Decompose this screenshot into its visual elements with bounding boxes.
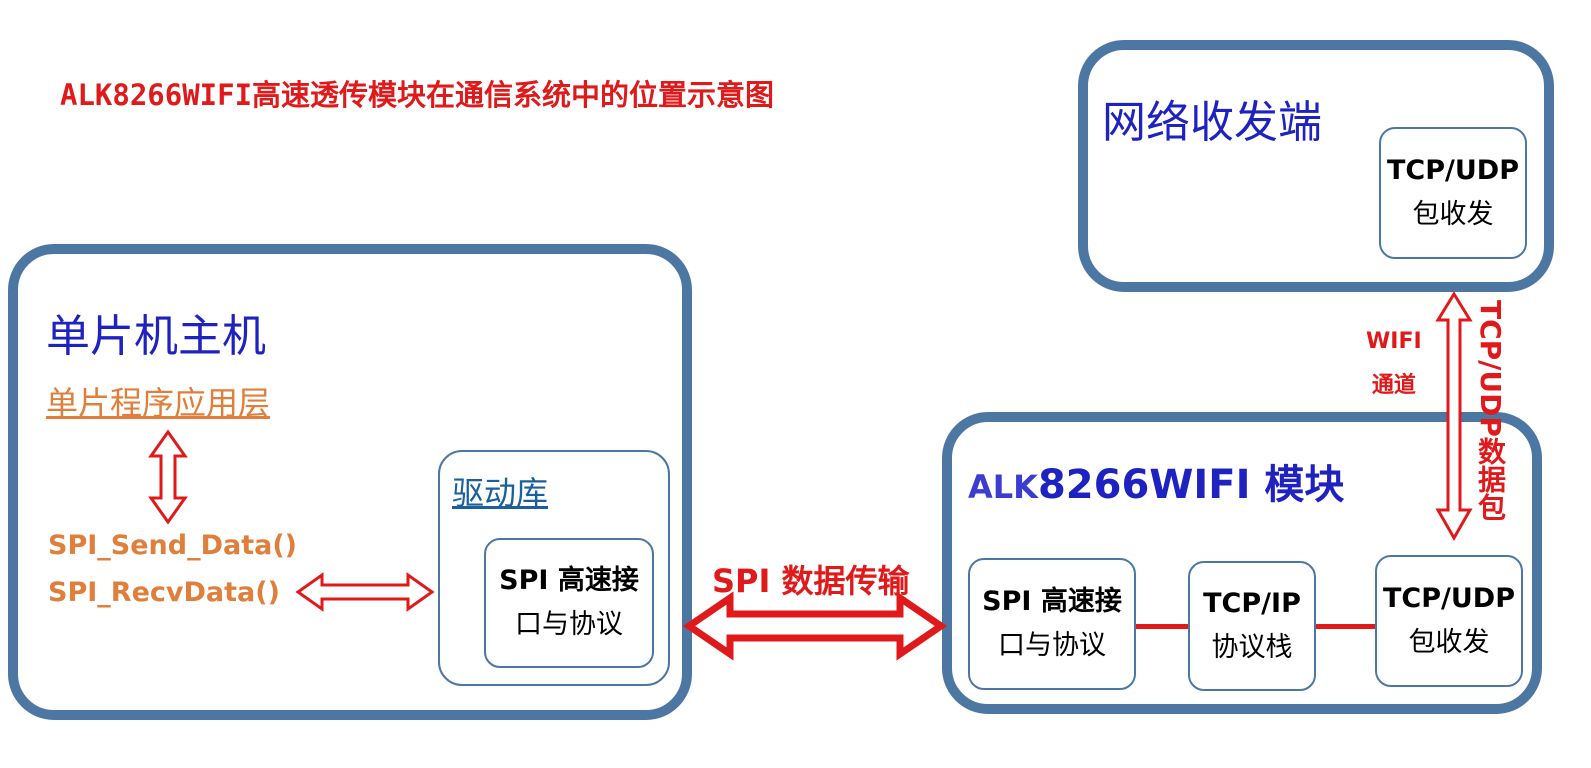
wifi-channel-arrow — [1435, 291, 1473, 542]
app-layer-arrow — [148, 429, 188, 525]
spi-send-func: SPI_Send_Data() — [48, 530, 298, 561]
network-tcpudp-box: TCP/UDP 包收发 — [1379, 127, 1527, 259]
tcpudp-packet-label: TCP/UDP数据包 — [1474, 300, 1507, 521]
module-title: ALK8266WIFI 模块 — [968, 452, 1344, 510]
spi-transfer-arrow — [682, 591, 948, 661]
spi-transfer-label: SPI 数据传输 — [712, 562, 910, 600]
driver-spi-line1: SPI 高速接 — [499, 565, 639, 596]
driver-spi-line2: 口与协议 — [515, 609, 623, 640]
func-driver-arrow — [295, 572, 435, 612]
network-tcpudp-line1: TCP/UDP — [1386, 155, 1519, 186]
module-tcpip-box: TCP/IP 协议栈 — [1188, 561, 1316, 691]
driver-spi-box: SPI 高速接 口与协议 — [484, 538, 654, 668]
diagram-title: ALK8266WIFI高速透传模块在通信系统中的位置示意图 — [60, 78, 775, 112]
module-title-prefix: ALK — [968, 468, 1038, 506]
module-spi-line2: 口与协议 — [998, 630, 1106, 661]
module-spi-box: SPI 高速接 口与协议 — [968, 558, 1136, 690]
mcu-host-title: 单片机主机 — [46, 311, 266, 362]
network-end-title: 网络收发端 — [1102, 97, 1322, 148]
module-tcpip-line1: TCP/IP — [1203, 588, 1301, 619]
network-tcpudp-line2: 包收发 — [1412, 199, 1494, 230]
connector-tcpip-tcpudp — [1316, 624, 1375, 629]
module-spi-line1: SPI 高速接 — [982, 586, 1122, 617]
connector-spi-tcpip — [1136, 624, 1188, 629]
driver-lib-title: 驱动库 — [452, 474, 549, 512]
module-tcpudp-box: TCP/UDP 包收发 — [1375, 555, 1523, 687]
module-title-rest: 8266WIFI 模块 — [1037, 462, 1345, 508]
wifi-channel-line2: 通道 — [1371, 373, 1416, 398]
module-tcpudp-line2: 包收发 — [1408, 627, 1490, 658]
app-layer-label: 单片程序应用层 — [46, 384, 271, 422]
wifi-channel-line1: WIFI — [1366, 329, 1422, 354]
module-tcpip-line2: 协议栈 — [1211, 632, 1293, 663]
wifi-channel-label: WIFI 通道 — [1366, 320, 1422, 408]
module-tcpudp-line1: TCP/UDP — [1382, 583, 1515, 614]
spi-recv-func: SPI_RecvData() — [48, 577, 280, 608]
